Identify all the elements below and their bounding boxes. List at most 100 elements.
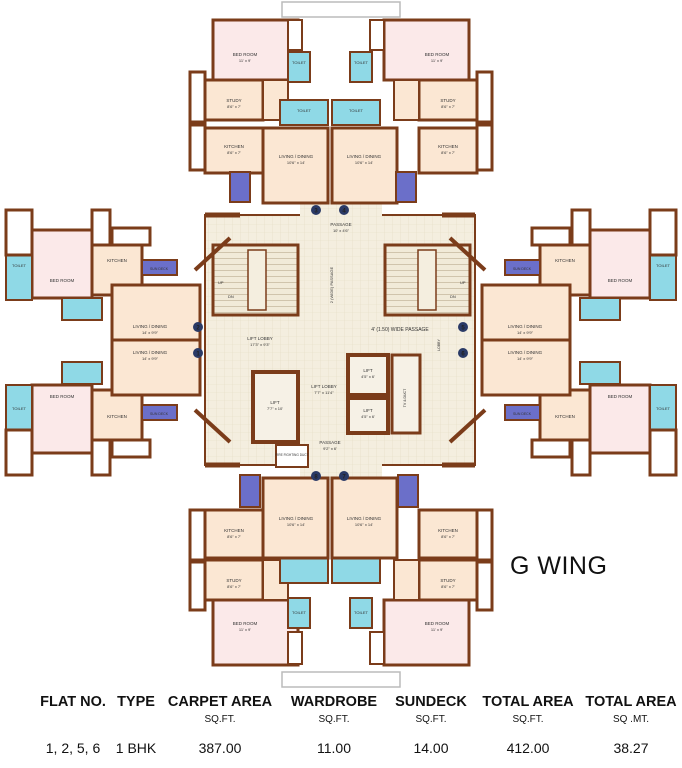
area-table: FLAT NO. TYPE CARPET AREA WARDROBE SUNDE… [0, 690, 682, 768]
label-study-dim-tr: 8'6" x 7' [441, 104, 455, 109]
unit-carpet-area: SQ.FT. [204, 714, 236, 725]
label-bedroom-tl: BED ROOM [233, 52, 258, 57]
fire-duct [275, 444, 309, 468]
label-lift-lobby-dim: 17'3" x 9'3" [250, 342, 270, 347]
lift-large [251, 370, 300, 444]
label-fire-duct: FIRE FIGHTING DUCT [275, 453, 308, 457]
label-sundeck-rl: SUN DECK [513, 412, 532, 416]
label-toilet-tl: TOILET [292, 60, 306, 65]
flat-top-left [188, 18, 330, 205]
flat-number-2: 2 [196, 326, 200, 332]
label-toilet-ll: TOILET [12, 406, 26, 411]
label-living-tl: LIVING / DINING [279, 154, 314, 159]
label-lift-lobby: LIFT LOBBY [247, 336, 272, 341]
label-living-dim-tl: 10'6" x 14' [287, 160, 306, 165]
unit-total-area-sqft: SQ.FT. [512, 714, 544, 725]
label-lift-small1-dim: 4'5" x 6' [361, 374, 375, 379]
label-tv-duct: TV & DUCT [403, 388, 407, 407]
label-dn-right: DN [450, 294, 456, 299]
label-living-dim-rl: 14' x 9'9" [517, 356, 534, 361]
header-carpet-area: CARPET AREA [167, 694, 273, 710]
label-passage-top: PASSAGE [330, 222, 351, 227]
cell-carpet-area: 387.00 [198, 740, 242, 756]
cell-sundeck: 14.00 [413, 740, 449, 756]
flat-right-lower [480, 338, 678, 477]
label-kitchen-lu: KITCHEN [107, 258, 127, 263]
unit-wardrobe: SQ.FT. [318, 714, 350, 725]
label-bedroom-bl: BED ROOM [233, 621, 258, 626]
label-study-dim-bl: 8'6" x 7' [227, 584, 241, 589]
label-passage-bottom-dim: 9'2" x 6' [323, 446, 337, 451]
label-kitchen-rl: KITCHEN [555, 414, 575, 419]
label-bedroom-ru: BED ROOM [608, 278, 633, 283]
lift-small-2 [346, 396, 390, 435]
label-living-tr: LIVING / DINING [347, 154, 382, 159]
label-living-dim-lu: 14' x 9'9" [142, 330, 159, 335]
label-living-dim-ll: 14' x 9'9" [142, 356, 159, 361]
flat-marker-7: 7 [339, 471, 349, 481]
label-living-ll: LIVING / DINING [133, 350, 168, 355]
header-total-area-sqft: TOTAL AREA [482, 694, 574, 710]
label-kitchen-br: KITCHEN [438, 528, 458, 533]
flat-number-8: 8 [314, 475, 318, 481]
label-passage-top-dim: 10' x 4'6" [333, 228, 350, 233]
label-bedroom-br: BED ROOM [425, 621, 450, 626]
flat-marker-6: 6 [458, 348, 468, 358]
flat-number-7: 7 [342, 475, 346, 481]
unit-sundeck: SQ.FT. [415, 714, 447, 725]
unit-total-area-sqmt: SQ .MT. [612, 714, 650, 725]
label-study-dim-br: 8'6" x 7' [441, 584, 455, 589]
label-lift-lobby2-dim: 7'7" x 11'4" [314, 390, 334, 395]
label-kitchen-tr: KITCHEN [438, 144, 458, 149]
label-bedroom-dim-tl: 11' x 9' [239, 58, 251, 63]
flat-number-1: 1 [196, 352, 200, 358]
label-kitchen-ll: KITCHEN [107, 414, 127, 419]
label-bedroom-rl: BED ROOM [608, 394, 633, 399]
label-up-right: UP [460, 280, 466, 285]
label-study-tl: STUDY [226, 98, 241, 103]
tv-duct [390, 353, 422, 435]
label-lift-small2: LIFT [363, 408, 373, 413]
flat-marker-5: 5 [458, 322, 468, 332]
label-sundeck-ru: SUN DECK [513, 267, 532, 271]
label-lobby-side: LOBBY [437, 339, 441, 351]
label-toilet-rl: TOILET [656, 406, 670, 411]
label-kitchen-dim-tr: 8'6" x 7' [441, 150, 455, 155]
label-lift-small1: LIFT [363, 368, 373, 373]
flat-number-4: 4 [342, 209, 346, 215]
label-lift: LIFT [270, 400, 280, 405]
floor-plan: BED ROOM 11' x 9' BED ROOM 11' x 9' TOIL… [4, 1, 678, 688]
label-bedroom-dim-tr: 11' x 9' [431, 58, 443, 63]
label-wide-passage: 4' (1.50) WIDE PASSAGE [371, 327, 429, 333]
label-toilet2-tr: TOILET [349, 108, 363, 113]
label-kitchen-dim-br: 8'6" x 7' [441, 534, 455, 539]
label-living-dim-br: 10'6" x 14' [355, 522, 374, 527]
wing-title: G WING [510, 552, 608, 580]
label-sundeck-ll: SUN DECK [150, 412, 169, 416]
label-lift-lobby2: LIFT LOBBY [311, 384, 336, 389]
label-passage-bottom: PASSAGE [319, 440, 340, 445]
flat-number-3: 3 [314, 209, 318, 215]
cell-total-area-sqmt: 38.27 [613, 740, 649, 756]
label-living-dim-ru: 14' x 9'9" [517, 330, 534, 335]
label-bedroom-tr: BED ROOM [425, 52, 450, 57]
flat-bottom-right [330, 474, 494, 667]
label-study-tr: STUDY [440, 98, 455, 103]
label-living-lu: LIVING / DINING [133, 324, 168, 329]
cell-type: 1 BHK [115, 740, 157, 756]
label-kitchen-bl: KITCHEN [224, 528, 244, 533]
label-living-dim-tr: 10'6" x 14' [355, 160, 374, 165]
label-bedroom-dim-br: 11' x 9' [431, 627, 443, 632]
label-kitchen-ru: KITCHEN [555, 258, 575, 263]
label-toilet-br: TOILET [354, 610, 368, 615]
label-vertical-passage: 2 (WIDE) PASSAGE [329, 266, 334, 303]
label-study-bl: STUDY [226, 578, 241, 583]
flat-right-upper [480, 208, 678, 347]
label-toilet-bl: TOILET [292, 610, 306, 615]
cell-total-area-sqft: 412.00 [506, 740, 550, 756]
label-living-br: LIVING / DINING [347, 516, 382, 521]
flat-top-right [330, 18, 494, 205]
label-kitchen-dim-bl: 8'6" x 7' [227, 534, 241, 539]
flat-marker-2: 2 [193, 322, 203, 332]
label-lift-small2-dim: 4'5" x 6' [361, 414, 375, 419]
